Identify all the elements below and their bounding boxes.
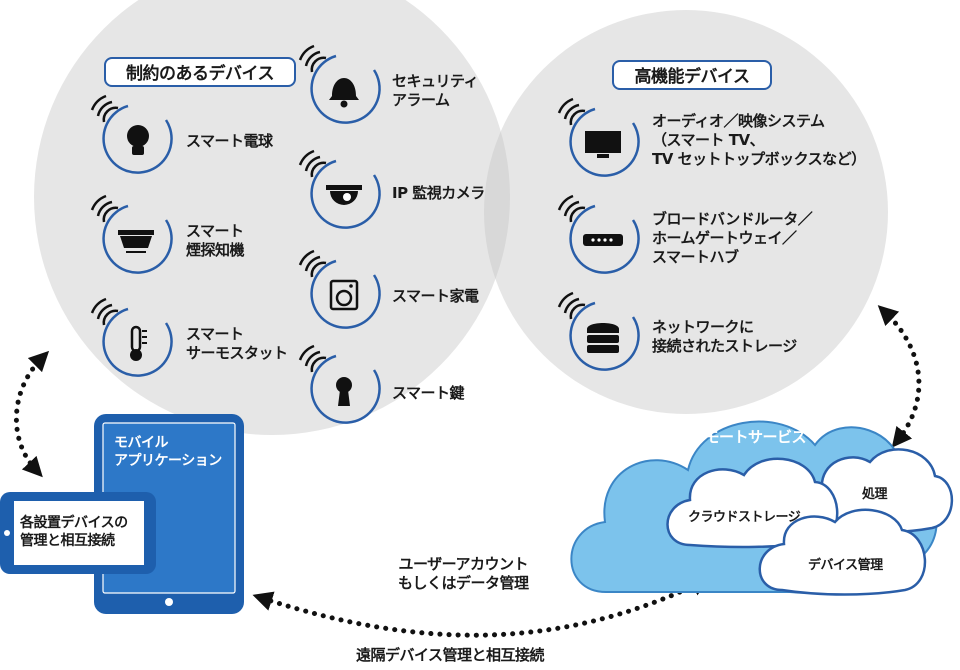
smart-lock-label: スマート鍵 [392, 384, 465, 402]
tablet-home-button [165, 598, 173, 606]
alarm-bell-icon [298, 44, 381, 124]
constrained-devices-circle [34, 0, 510, 435]
processing-label: 処理 [862, 487, 888, 502]
security-camera-icon [298, 149, 381, 229]
arrow-mobile-to-cloud [252, 577, 712, 638]
device-management-label: デバイス管理 [808, 558, 883, 573]
storage-label: ネットワークに 接続されたストレージ [652, 318, 797, 355]
smart-lock-icon [298, 344, 381, 424]
audio-video-label: オーディオ／映像システム （スマート TV、 TV セットトップボックスなど） [652, 112, 866, 168]
security-alarm-label: セキュリティ アラーム [392, 72, 479, 109]
account-management-label: ユーザーアカウント もしくはデータ管理 [398, 555, 529, 592]
mobile-app-title: モバイル アプリケーション [114, 435, 222, 469]
thermostat-label: スマート サーモスタット [186, 325, 288, 362]
storage-icon [557, 291, 640, 371]
appliance-icon [298, 249, 381, 329]
cloud-storage-label: クラウドストレージ [688, 510, 801, 525]
smart-bulb-icon [90, 94, 173, 174]
constrained-devices-title: 制約のあるデバイス [104, 57, 296, 87]
smart-bulb-label: スマート電球 [186, 132, 273, 150]
arrow-mobile-to-devices [14, 350, 50, 478]
smoke-detector-icon [90, 194, 173, 274]
remote-services-title: リモートサービス [690, 428, 807, 446]
tv-icon [557, 97, 640, 177]
cloud-device-management [758, 508, 927, 596]
phone-home-button [4, 530, 10, 536]
smoke-detector-label: スマート 煙探知機 [186, 222, 245, 259]
router-label: ブロードバンドルータ／ ホームゲートウェイ／ スマートハブ [652, 210, 813, 266]
ip-camera-label: IP 監視カメラ [392, 184, 485, 202]
remote-management-label: 遠隔デバイス管理と相互接続 [356, 646, 545, 664]
capable-devices-title: 高機能デバイス [612, 60, 772, 90]
thermostat-icon [90, 297, 173, 377]
arrow-cloud-to-devices [877, 305, 922, 448]
phone-screen-label: 各設置デバイスの 管理と相互接続 [20, 514, 128, 550]
smart-appliance-label: スマート家電 [392, 287, 479, 305]
router-icon [557, 194, 640, 274]
